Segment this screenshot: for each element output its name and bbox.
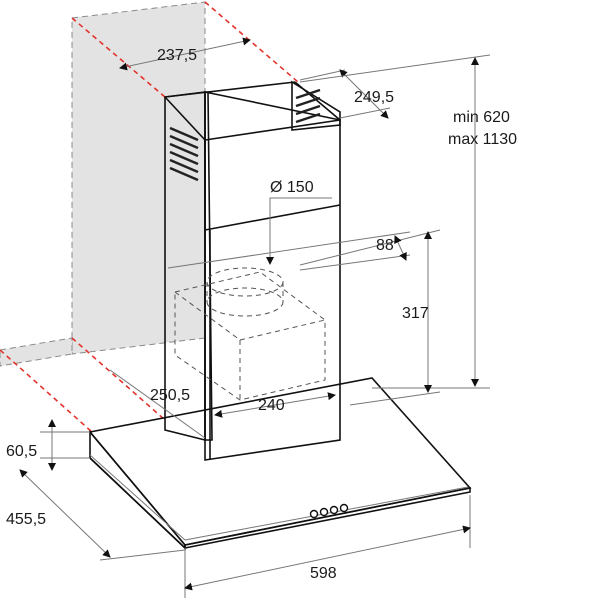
dim-inner-height: 317 [402, 305, 429, 322]
dim-canopy-height: 60,5 [6, 443, 37, 460]
dim-duct-offset: 88 [376, 237, 394, 254]
dim-top-depth: 249,5 [354, 89, 394, 106]
dim-duct-diameter: Ø 150 [270, 179, 314, 196]
dim-top-width: 237,5 [157, 47, 197, 64]
vent-slots [169, 88, 321, 182]
dim-chimney-width: 240 [258, 397, 285, 414]
dimension-lines [19, 37, 491, 598]
back-wall [0, 1, 206, 367]
control-buttons [309, 503, 349, 519]
dim-height-max: max 1130 [448, 131, 517, 148]
wall-edge-lines [0, 1, 299, 433]
motor-box-hidden [174, 267, 326, 401]
dim-canopy-depth: 455,5 [6, 511, 46, 528]
dim-canopy-width: 598 [310, 565, 337, 582]
dim-side-offset: 250,5 [150, 387, 190, 404]
dimension-labels: 237,5 249,5 min 620 max 1130 Ø 150 88 31… [6, 47, 517, 582]
chimney [164, 80, 341, 461]
dim-height-min: min 620 [453, 109, 510, 126]
